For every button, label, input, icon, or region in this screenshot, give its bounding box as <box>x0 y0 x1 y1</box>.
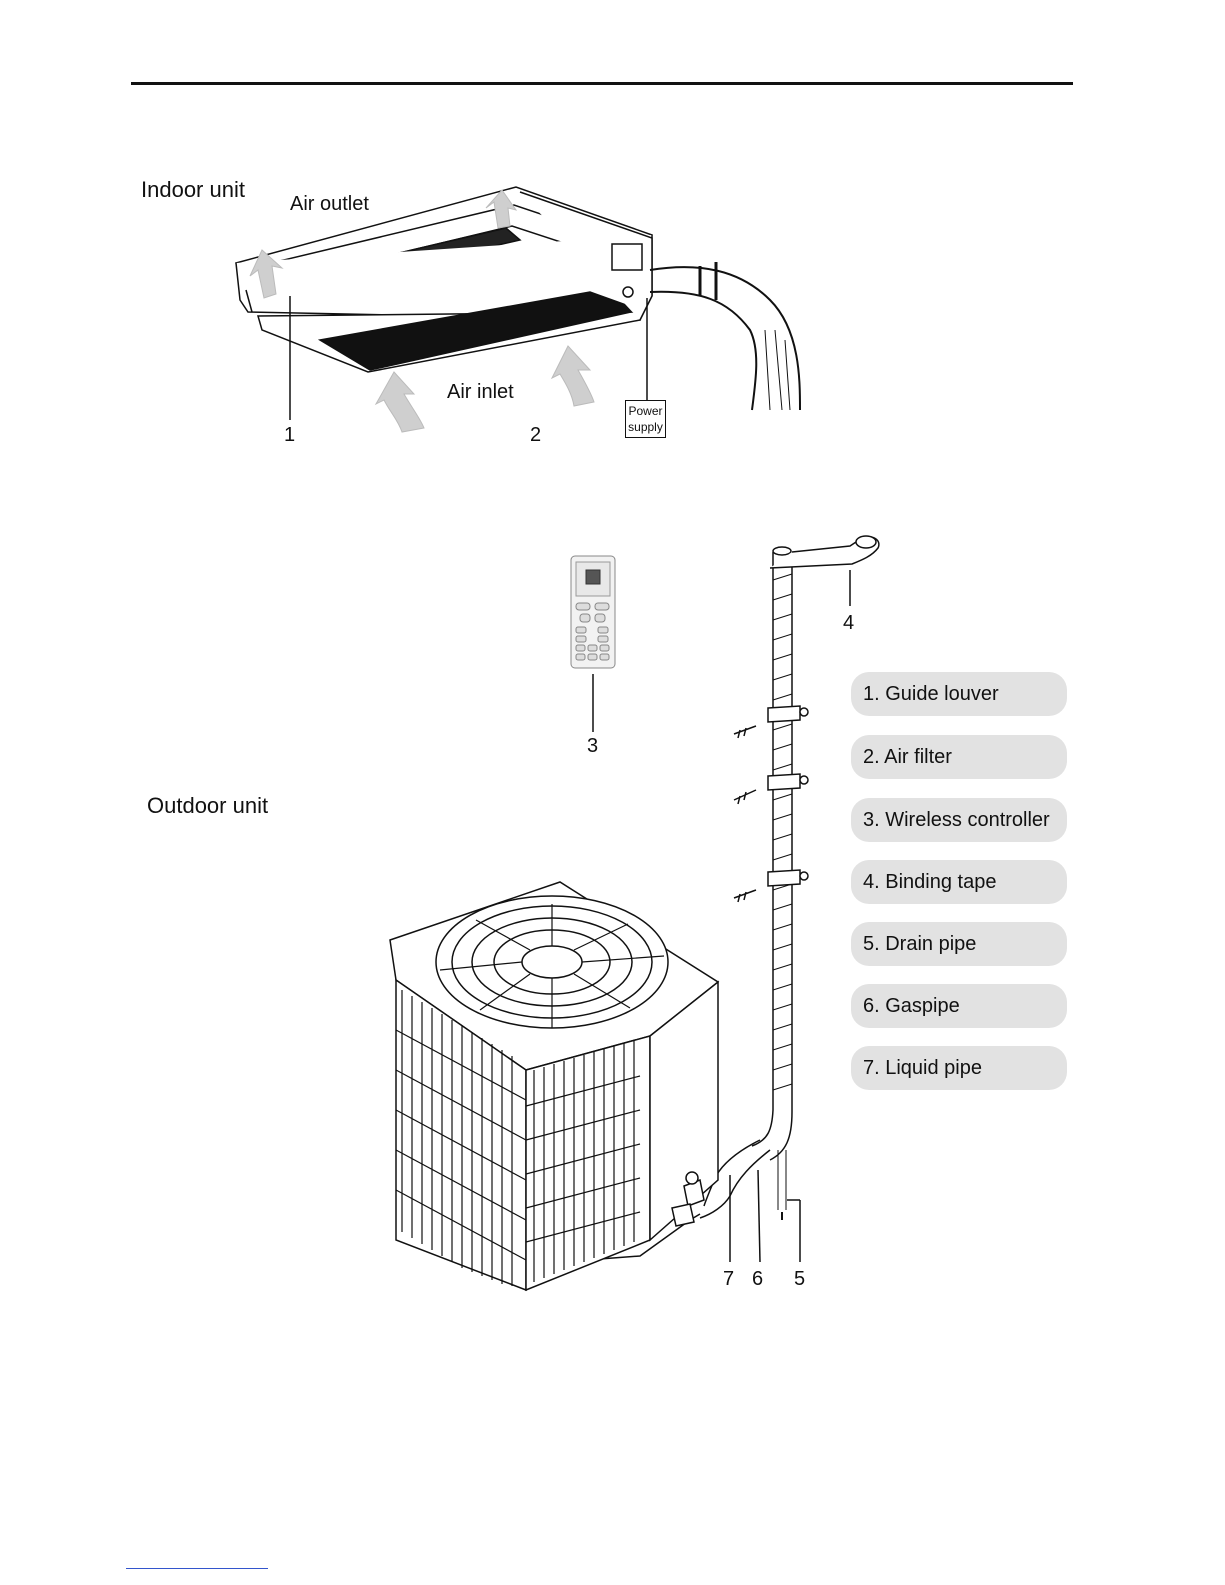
inlet-arrow-right <box>552 346 594 406</box>
wireless-controller-illustration <box>571 556 615 732</box>
callout-6: 6 <box>752 1268 763 1291</box>
callout-3: 3 <box>587 735 598 758</box>
callout-5: 5 <box>794 1268 805 1291</box>
indoor-unit-illustration <box>236 187 800 410</box>
callout-1: 1 <box>284 424 295 447</box>
inlet-arrow-left <box>376 372 424 432</box>
callout-2: 2 <box>530 424 541 447</box>
legend-item-binding-tape: 4. Binding tape <box>851 860 1067 904</box>
legend-item-liquid-pipe: 7. Liquid pipe <box>851 1046 1067 1090</box>
legend-item-wireless-controller: 3. Wireless controller <box>851 798 1067 842</box>
legend-item-gaspipe: 6. Gaspipe <box>851 984 1067 1028</box>
outdoor-unit-title: Outdoor unit <box>147 793 268 819</box>
callout-7: 7 <box>723 1268 734 1291</box>
indoor-unit-title: Indoor unit <box>141 177 245 203</box>
power-supply-box: Power supply <box>625 400 666 438</box>
bottom-link-underline <box>126 1568 268 1569</box>
power-supply-line2: supply <box>626 419 665 435</box>
air-inlet-label: Air inlet <box>447 381 514 404</box>
outdoor-unit-illustration <box>390 882 718 1290</box>
air-outlet-label: Air outlet <box>290 193 369 216</box>
legend-item-air-filter: 2. Air filter <box>851 735 1067 779</box>
legend-item-drain-pipe: 5. Drain pipe <box>851 922 1067 966</box>
legend-item-guide-louver: 1. Guide louver <box>851 672 1067 716</box>
power-supply-line1: Power <box>626 403 665 419</box>
callout-4: 4 <box>843 612 854 635</box>
screws <box>734 726 756 902</box>
